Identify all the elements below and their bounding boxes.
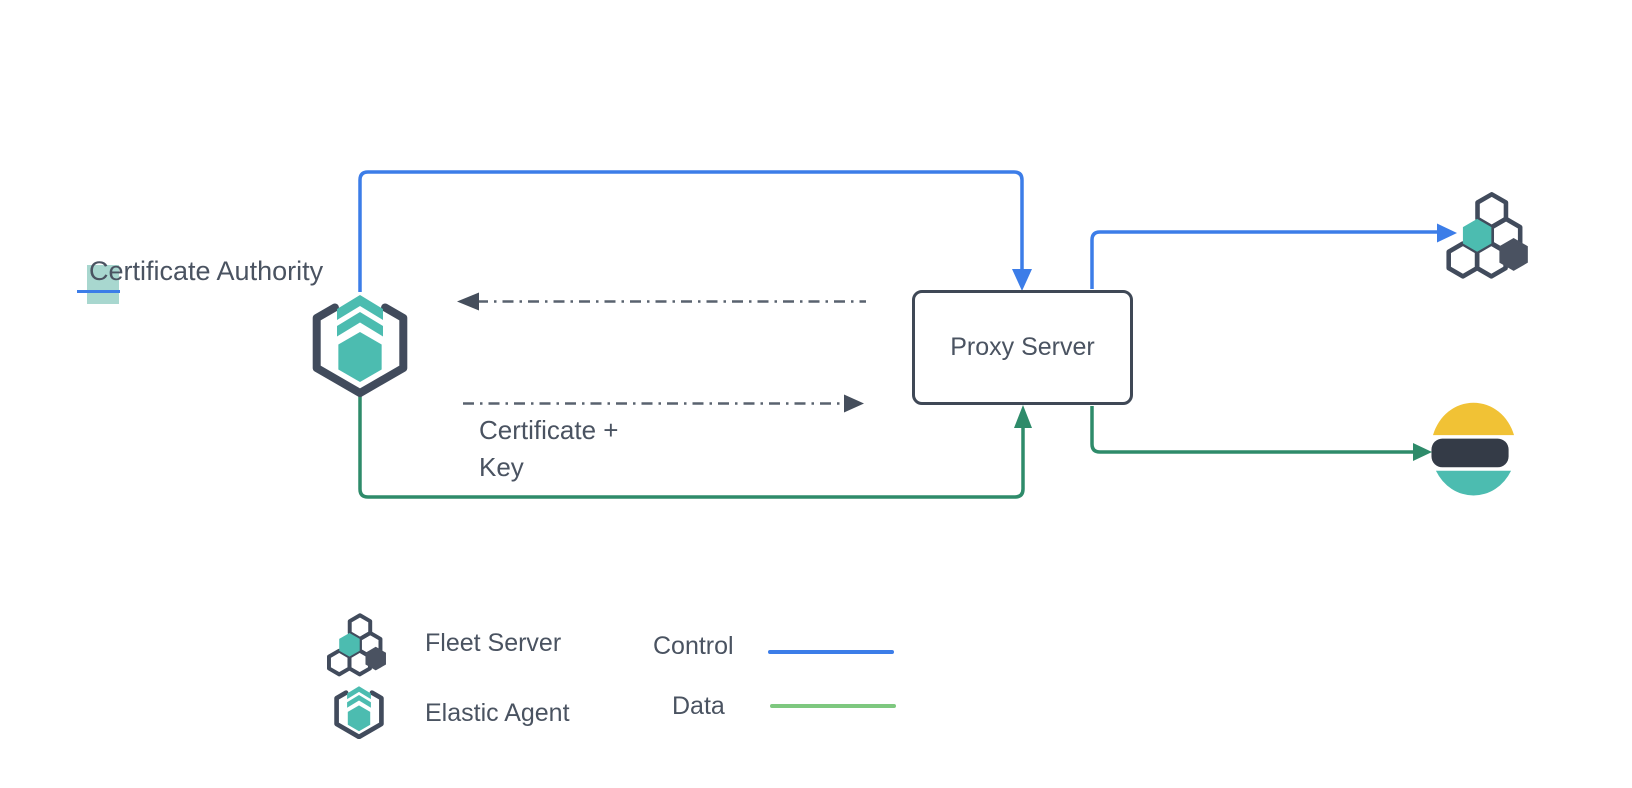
agent-hexagon-outline: [334, 690, 384, 739]
agent-chevron-bottom: [337, 312, 383, 337]
arrowhead-down: [1012, 269, 1032, 291]
elasticsearch-dark-bar: [1431, 438, 1509, 468]
arrowhead-right: [844, 394, 864, 413]
proxy-server-node[interactable]: Proxy Server: [912, 290, 1133, 405]
agent-inner-hexagon: [347, 705, 371, 732]
fleet-teal-hexagon: [1462, 218, 1492, 252]
certificate-authority-label[interactable]: Certificate Authority: [89, 256, 324, 286]
elasticsearch-teal-segment: [1435, 470, 1512, 496]
agent-chevron-top: [337, 295, 383, 320]
agent-inner-hexagon: [338, 332, 382, 382]
legend-data-line-swatch[interactable]: [770, 704, 896, 708]
legend-control-label: Control: [653, 632, 734, 660]
agent-chevron-bottom: [347, 695, 371, 708]
arrowhead-right: [1437, 223, 1457, 243]
annotation-line-1: Certificate +: [479, 415, 619, 445]
legend-elastic-agent-label: Elastic Agent: [425, 699, 570, 727]
proxy-server-label: Proxy Server: [950, 333, 1095, 361]
fleet-server-icon[interactable]: [1446, 187, 1532, 280]
control-connector-proxy-to-fleet[interactable]: [1090, 223, 1457, 290]
arrowhead-left: [457, 292, 479, 311]
fleet-teal-hexagon: [339, 632, 360, 657]
legend-data-label: Data: [672, 692, 725, 720]
dashed-connector-proxy-to-agent[interactable]: [457, 292, 866, 311]
data-connector-agent-to-proxy[interactable]: [358, 391, 1032, 499]
arrowhead-up: [1014, 405, 1032, 428]
annotation-line-2: Key: [479, 452, 524, 482]
text-caret: [77, 290, 120, 293]
control-connector-agent-to-proxy[interactable]: [358, 170, 1032, 292]
legend-fleet-server-icon[interactable]: [327, 610, 389, 677]
certificate-key-annotation[interactable]: Certificate + Key: [479, 412, 618, 486]
elasticsearch-yellow-segment: [1432, 402, 1515, 436]
agent-hexagon-outline: [312, 303, 408, 397]
agent-chevron-top: [347, 686, 371, 700]
legend-control-line-swatch[interactable]: [768, 650, 894, 654]
elasticsearch-icon[interactable]: [1430, 401, 1517, 497]
legend-fleet-server-label: Fleet Server: [425, 629, 562, 657]
data-connector-proxy-to-elasticsearch[interactable]: [1090, 406, 1432, 461]
arrowhead-right: [1413, 443, 1432, 461]
fleet-dark-hexagon: [365, 646, 386, 671]
fleet-dark-hexagon: [1499, 238, 1528, 271]
text-selection-highlight: [87, 265, 119, 304]
elastic-agent-icon[interactable]: [306, 283, 414, 397]
legend-elastic-agent-icon[interactable]: [331, 680, 387, 739]
dashed-connector-agent-to-proxy[interactable]: [463, 394, 864, 413]
